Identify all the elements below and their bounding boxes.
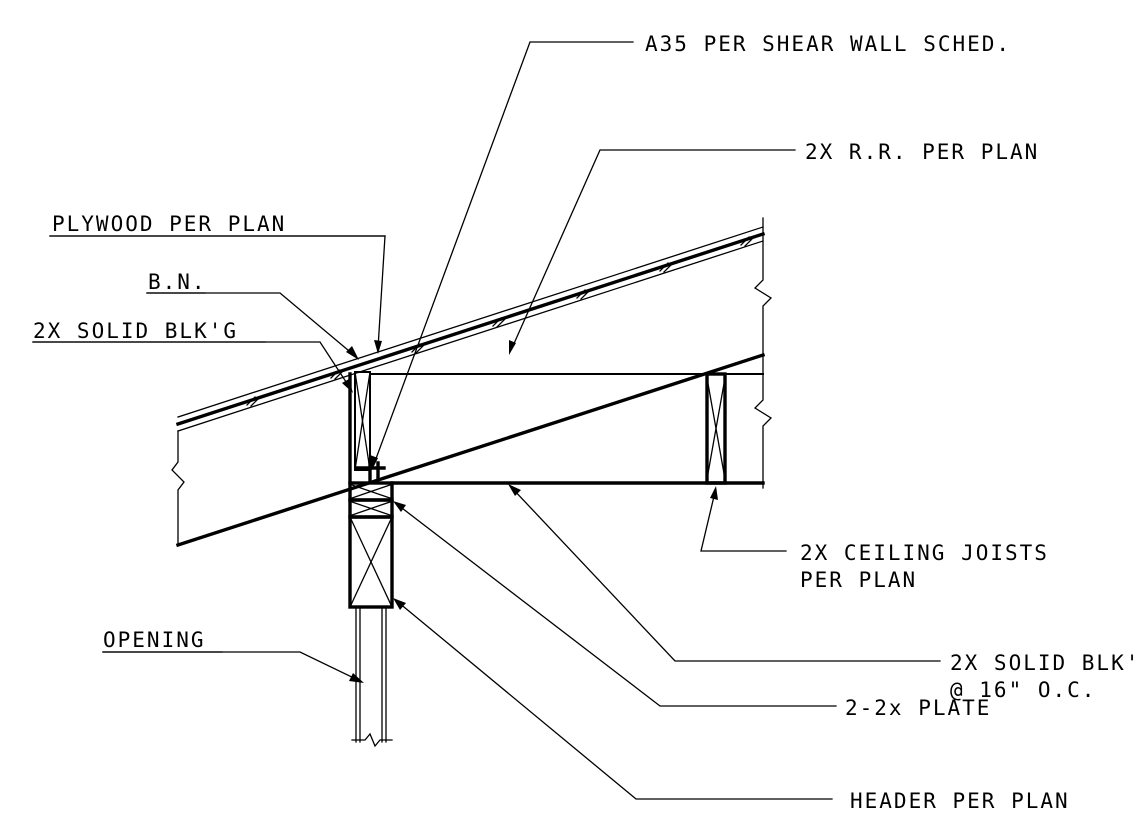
roof-sheathing <box>175 226 766 432</box>
leader-solid-blocking <box>32 341 353 393</box>
label-opening: OPENING <box>103 628 206 652</box>
leader-opening <box>102 651 364 683</box>
opening-jamb <box>351 606 393 748</box>
label-solid-blocking: 2X SOLID BLK'G <box>33 319 238 343</box>
rafter <box>175 352 766 548</box>
leader-ceiling-joists <box>700 486 787 552</box>
header <box>348 515 394 609</box>
label-plywood: PLYWOOD PER PLAN <box>52 212 286 236</box>
a35-clip <box>354 458 386 484</box>
break-line-right <box>753 217 773 489</box>
label-ceiling-joists-line1: 2X CEILING JOISTS <box>800 541 1049 565</box>
solid-blocking <box>348 371 371 485</box>
leader-header <box>393 598 833 800</box>
leader-plate <box>393 501 837 707</box>
label-ceiling-joists-line2: PER PLAN <box>800 568 917 592</box>
leader-rafter <box>509 149 796 355</box>
label-solid-blocking-oc-line2: @ 16" O.C. <box>950 678 1096 702</box>
label-solid-blocking-oc-line1: 2X SOLID BLK'G <box>950 651 1140 675</box>
label-rafter: 2X R.R. PER PLAN <box>805 140 1039 164</box>
label-header: HEADER PER PLAN <box>850 789 1070 813</box>
leader-solid-blocking-oc <box>508 484 941 662</box>
label-plate: 2-2x PLATE <box>845 696 991 720</box>
break-line-left <box>171 430 185 546</box>
ceiling-joist <box>369 373 765 485</box>
label-a35: A35 PER SHEAR WALL SCHED. <box>645 32 1011 56</box>
ceiling-joist-block <box>705 372 727 485</box>
label-underlines <box>32 235 386 653</box>
nail-marks <box>246 236 754 407</box>
top-plates <box>348 481 394 519</box>
label-bn: B.N. <box>148 270 207 294</box>
leader-a35 <box>370 41 634 470</box>
